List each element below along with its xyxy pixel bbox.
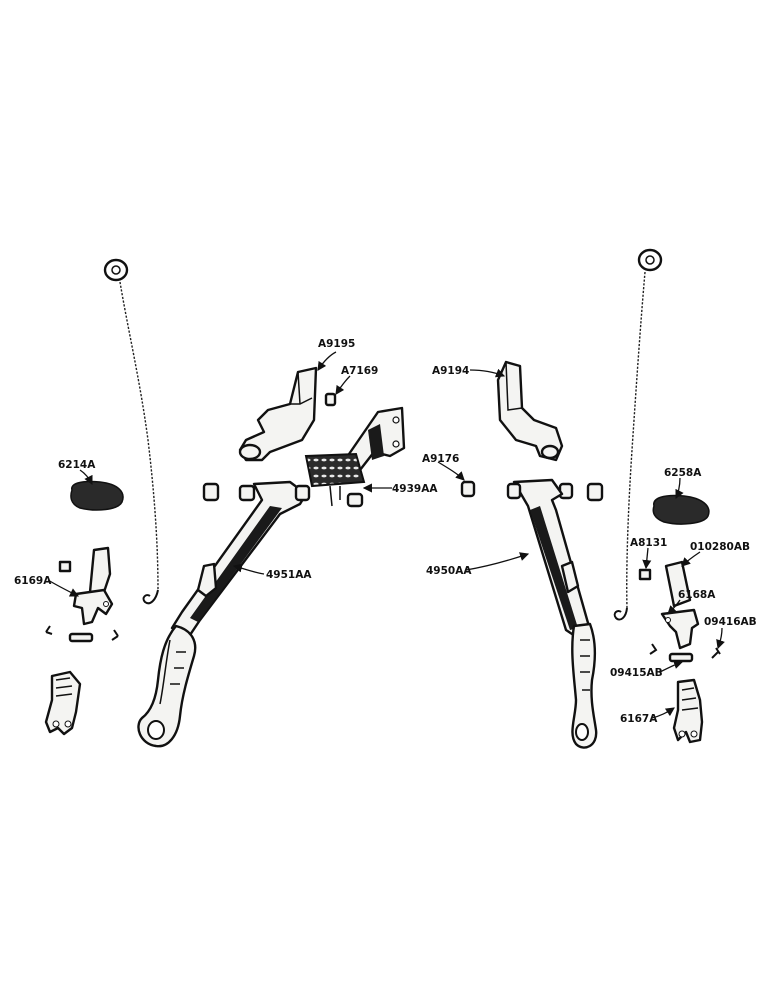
right-check-chain [613,248,663,621]
yoke-left [44,670,82,736]
left-check-chain [103,258,159,605]
label-4950aa: 4950AA [426,565,472,577]
lower-link-4951aa [137,480,311,748]
label-6258a: 6258A [664,467,702,479]
adjuster-010280ab [664,560,692,608]
bushing-4939aa [346,492,364,508]
pin-left [68,632,94,643]
pin-a7169 [324,392,337,407]
clip-left-a [45,625,53,635]
label-09415ab: 09415AB [610,667,663,679]
clip-09416ab [711,647,721,659]
square-nut-left [58,560,72,573]
label-6167a: 6167A [620,713,658,725]
clip-left-b [111,629,119,641]
adjuster-6168a [660,608,700,650]
pin-09415ab [668,652,694,663]
bushing-a9176 [460,480,476,498]
pad-6214a [70,480,124,511]
label-a9194: A9194 [432,365,469,377]
step-4939aa [304,406,406,507]
adjuster-6169a [72,546,114,626]
label-4951aa: 4951AA [266,569,312,581]
label-a8131: A8131 [630,537,667,549]
clip-right-a [649,643,658,655]
label-010280ab: 010280AB [690,541,750,553]
label-09416ab: 09416AB [704,616,757,628]
yoke-6167a [672,678,704,744]
label-6168a: 6168A [678,589,716,601]
label-a9195: A9195 [318,338,355,350]
label-a7169: A7169 [341,365,378,377]
label-6214a: 6214A [58,459,96,471]
label-4939aa: 4939AA [392,483,438,495]
label-6169a: 6169A [14,575,52,587]
label-a9176: A9176 [422,453,459,465]
lower-link-4950aa [506,478,604,749]
bracket-a9194 [496,360,564,462]
bracket-a9195 [238,366,318,462]
square-nut-a8131 [638,568,652,581]
pad-6258a [652,494,710,525]
